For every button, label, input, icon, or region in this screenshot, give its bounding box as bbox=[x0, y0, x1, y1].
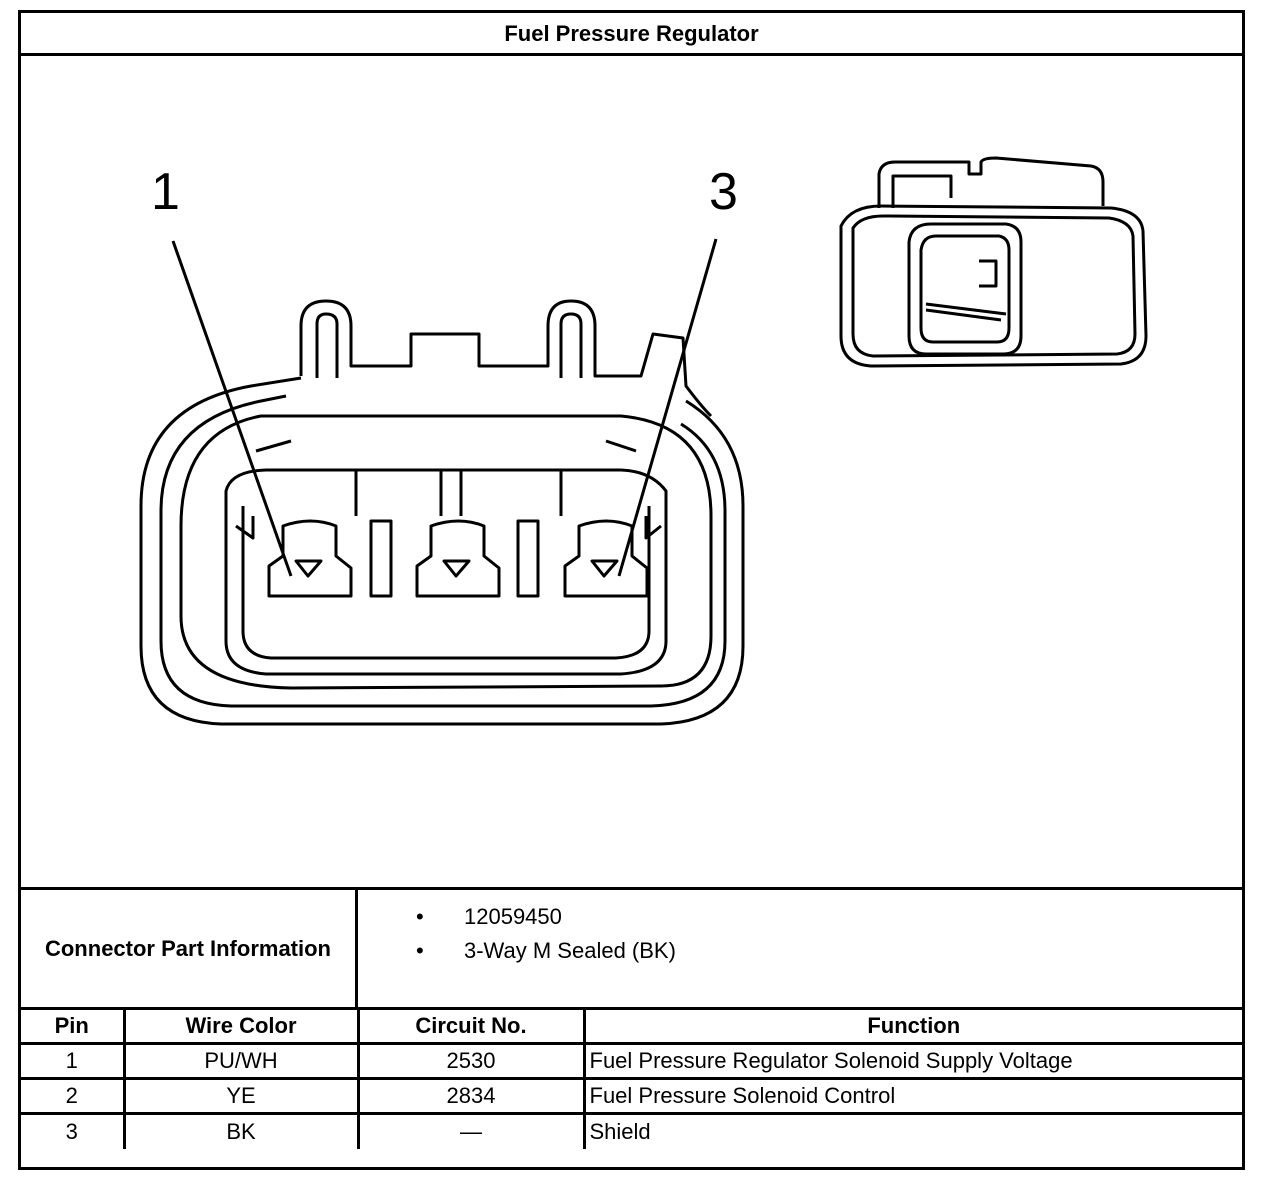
function-cell: Fuel Pressure Solenoid Control bbox=[582, 1077, 1242, 1115]
wire-color-cell: YE bbox=[122, 1077, 360, 1115]
connector-description: • 3-Way M Sealed (BK) bbox=[358, 936, 1242, 970]
header-circuit-no: Circuit No. bbox=[356, 1007, 586, 1045]
pin-cell: 2 bbox=[21, 1077, 126, 1115]
connector-description-text: 3-Way M Sealed (BK) bbox=[464, 938, 676, 963]
callout-1-label: 1 bbox=[151, 163, 180, 221]
connector-part-number: • 12059450 bbox=[358, 902, 1242, 936]
callout-3-label: 3 bbox=[709, 163, 738, 221]
bullet-icon: • bbox=[416, 938, 424, 963]
pin-cell: 1 bbox=[21, 1042, 126, 1080]
terminal-1 bbox=[267, 519, 353, 598]
header-pin: Pin bbox=[21, 1007, 126, 1045]
connector-part-number-text: 12059450 bbox=[464, 904, 562, 929]
diagram-title: Fuel Pressure Regulator bbox=[21, 13, 1242, 56]
terminal-3 bbox=[563, 519, 649, 598]
connector-latch-outline bbox=[299, 299, 713, 418]
circuit-cell: 2834 bbox=[356, 1077, 586, 1115]
wire-color-cell: BK bbox=[122, 1112, 360, 1149]
circuit-cell: — bbox=[356, 1112, 586, 1149]
connector-face-drawing bbox=[139, 156, 1148, 726]
connector-part-info-label: Connector Part Information bbox=[21, 890, 358, 1007]
callout-1-leader bbox=[171, 240, 293, 577]
connector-housing-inner bbox=[179, 414, 713, 690]
table-row: 1 PU/WH 2530 Fuel Pressure Regulator Sol… bbox=[21, 1042, 1242, 1080]
connector-part-info-row: Connector Part Information • 12059450 • … bbox=[21, 887, 1242, 1007]
connector-iso-view bbox=[839, 156, 1148, 368]
connector-diagram-frame: Fuel Pressure Regulator bbox=[18, 10, 1245, 1170]
wire-color-cell: PU/WH bbox=[122, 1042, 360, 1080]
callout-3-leader bbox=[617, 238, 718, 577]
function-cell: Fuel Pressure Regulator Solenoid Supply … bbox=[582, 1042, 1242, 1080]
function-cell: Shield bbox=[582, 1112, 1242, 1149]
connector-part-info-list: • 12059450 • 3-Way M Sealed (BK) bbox=[358, 890, 1242, 1019]
bullet-icon: • bbox=[416, 904, 424, 929]
header-function: Function bbox=[582, 1007, 1242, 1045]
table-row: 2 YE 2834 Fuel Pressure Solenoid Control bbox=[21, 1077, 1242, 1115]
connector-figure: 1 3 bbox=[21, 56, 1242, 890]
header-wire-color: Wire Color bbox=[122, 1007, 360, 1045]
terminal-2 bbox=[415, 519, 501, 598]
connector-housing-outer bbox=[139, 376, 745, 726]
pin-cell: 3 bbox=[21, 1112, 126, 1149]
pin-table-header: Pin Wire Color Circuit No. Function bbox=[21, 1007, 1242, 1045]
pin-table: Pin Wire Color Circuit No. Function 1 PU… bbox=[21, 1007, 1242, 1149]
circuit-cell: 2530 bbox=[356, 1042, 586, 1080]
table-row: 3 BK — Shield bbox=[21, 1112, 1242, 1149]
